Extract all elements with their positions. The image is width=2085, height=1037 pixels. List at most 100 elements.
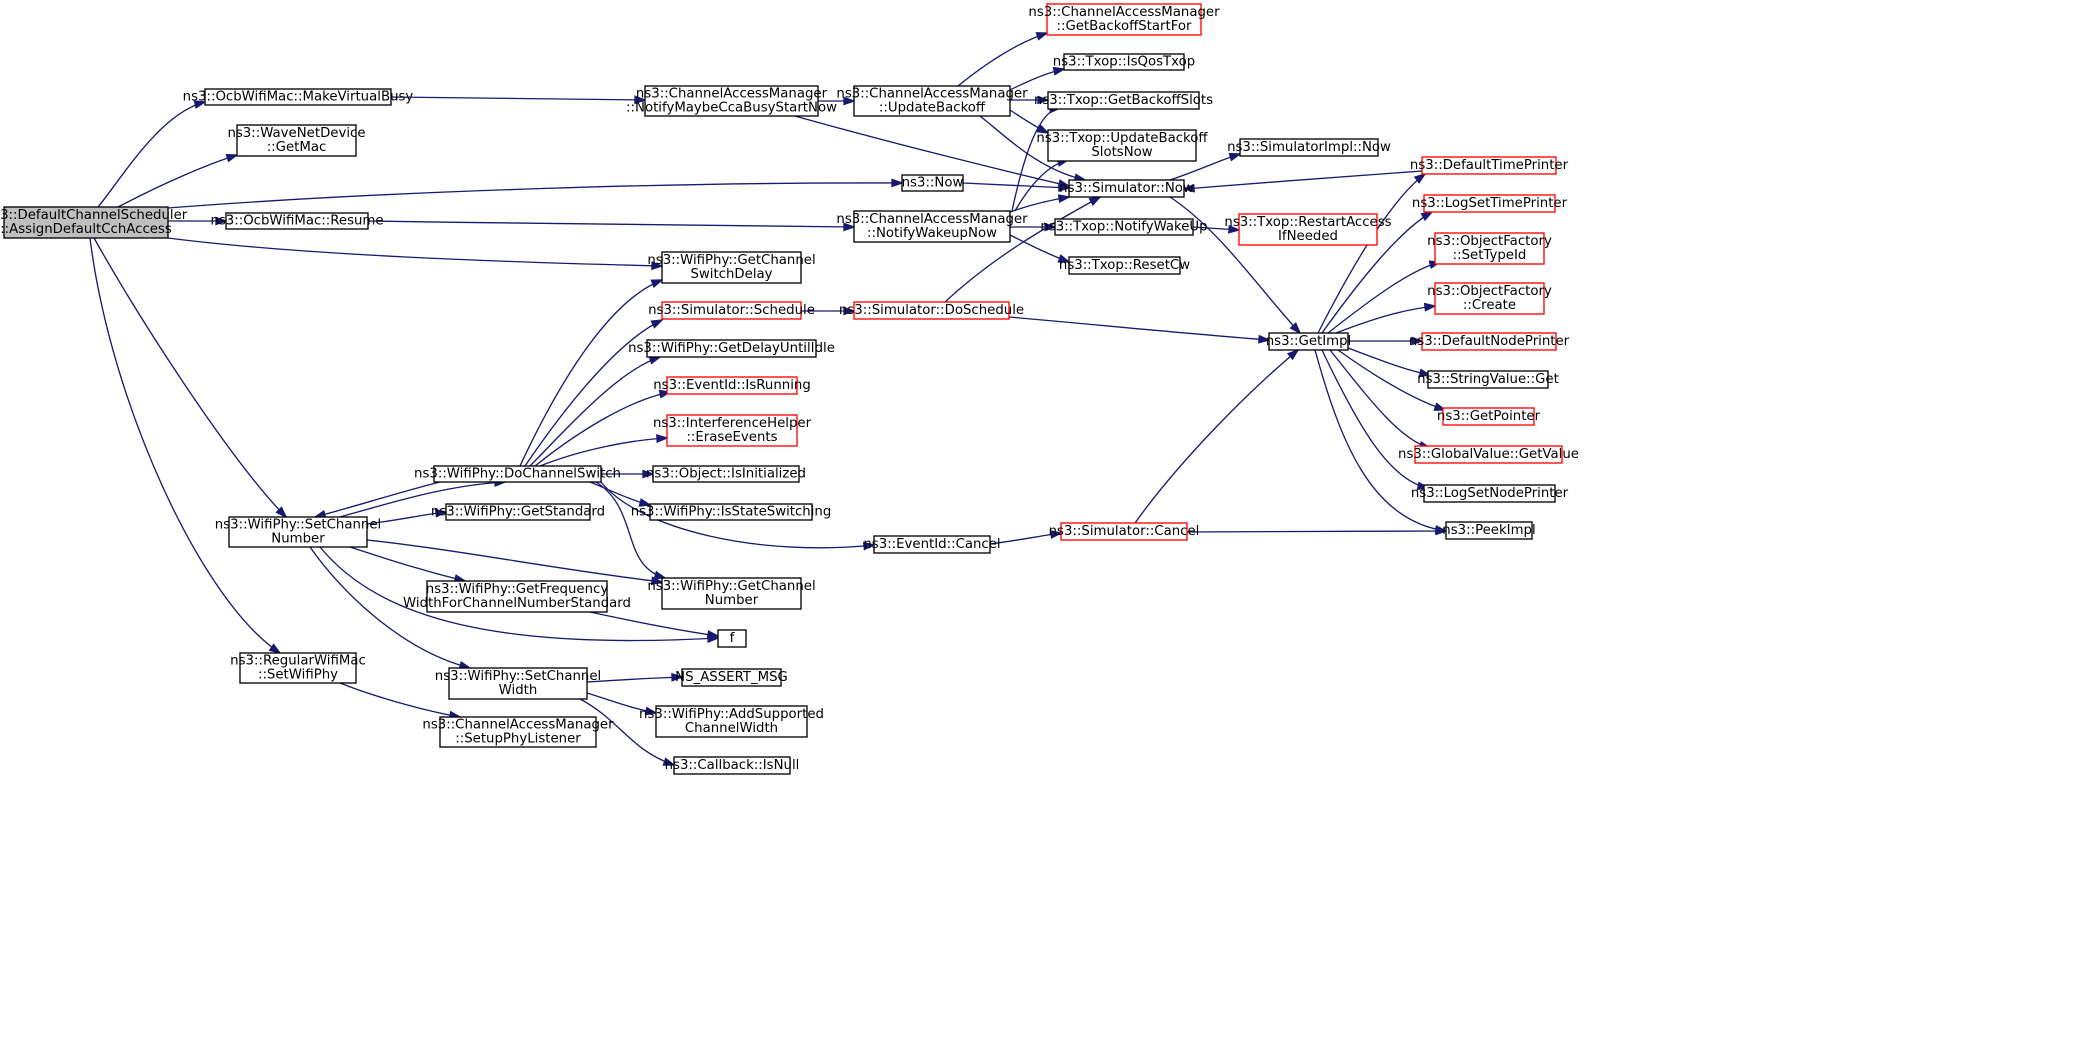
node-box[interactable]	[681, 668, 782, 687]
node-callbackIsNull[interactable]: ns3::Callback::IsNull	[665, 756, 800, 775]
node-stringValueGet[interactable]: ns3::StringValue::Get	[1417, 370, 1559, 389]
node-updateBackoff[interactable]: ns3::ChannelAccessManager::UpdateBackoff	[836, 85, 1028, 117]
node-isInitialized[interactable]: ns3::Object::IsInitialized	[646, 465, 806, 483]
node-box[interactable]	[661, 251, 802, 284]
node-defaultTimePrinter[interactable]: ns3::DefaultTimePrinter	[1410, 156, 1569, 175]
node-isQosTxop[interactable]: ns3::Txop::IsQosTxop	[1053, 53, 1195, 71]
node-box[interactable]	[448, 667, 588, 700]
node-box[interactable]	[439, 716, 597, 748]
node-box[interactable]	[1421, 156, 1557, 175]
node-box[interactable]	[1421, 332, 1557, 351]
node-box[interactable]	[661, 577, 802, 610]
node-peekImpl[interactable]: ns3::PeekImpl	[1442, 521, 1536, 540]
node-makeVirtualBusy[interactable]: ns3::OcbWifiMac::MakeVirtualBusy	[183, 88, 414, 106]
node-box[interactable]	[717, 629, 747, 648]
node-box[interactable]	[1434, 232, 1545, 265]
node-getImpl[interactable]: ns3::GetImpl	[1266, 332, 1351, 351]
node-simulatorNow[interactable]: ns3::Simulator::Now	[1059, 179, 1194, 198]
node-getFreqWidth[interactable]: ns3::WifiPhy::GetFrequencyWidthForChanne…	[403, 580, 631, 613]
node-getBackoffStartFor[interactable]: ns3::ChannelAccessManager::GetBackoffSta…	[1028, 3, 1220, 36]
node-resume[interactable]: ns3::OcbWifiMac::Resume	[210, 212, 384, 230]
node-ofSetTypeId[interactable]: ns3::ObjectFactory::SetTypeId	[1427, 232, 1552, 265]
node-box[interactable]	[1423, 484, 1556, 503]
node-box[interactable]	[666, 376, 798, 395]
node-doChannelSwitch[interactable]: ns3::WifiPhy::DoChannelSwitch	[414, 465, 621, 483]
node-box[interactable]	[1046, 3, 1202, 36]
node-box[interactable]	[655, 705, 808, 738]
node-logSetNodePrinter[interactable]: ns3::LogSetNodePrinter	[1411, 484, 1569, 503]
node-box[interactable]	[901, 174, 964, 192]
node-box[interactable]	[1268, 332, 1349, 351]
node-setupPhyListener[interactable]: ns3::ChannelAccessManager::SetupPhyListe…	[422, 716, 614, 748]
node-waveGetMac[interactable]: ns3::WaveNetDevice::GetMac	[227, 124, 366, 157]
node-setWifiPhy[interactable]: ns3::RegularWifiMac::SetWifiPhy	[230, 652, 366, 684]
node-box[interactable]	[239, 652, 357, 684]
node-box[interactable]	[1054, 218, 1194, 236]
node-box[interactable]	[666, 414, 798, 447]
node-nsAssertMsg[interactable]: NS_ASSERT_MSG	[675, 668, 788, 687]
node-isStateSwitching[interactable]: ns3::WifiPhy::IsStateSwitching	[631, 503, 832, 521]
node-root[interactable]: ns3::DefaultChannelScheduler::AssignDefa…	[0, 206, 188, 239]
node-eraseEvents[interactable]: ns3::InterferenceHelper::EraseEvents	[653, 414, 812, 447]
node-box[interactable]	[1060, 522, 1188, 541]
node-box[interactable]	[1427, 370, 1549, 389]
node-box[interactable]	[433, 465, 602, 483]
node-box[interactable]	[204, 88, 392, 106]
node-box[interactable]	[1047, 129, 1197, 162]
node-box[interactable]	[445, 503, 591, 521]
node-box[interactable]	[644, 85, 819, 117]
node-simImplNow[interactable]: ns3::SimulatorImpl::Now	[1227, 138, 1391, 157]
node-fNode[interactable]: f	[717, 629, 747, 648]
node-box[interactable]	[646, 339, 817, 358]
node-box[interactable]	[853, 210, 1011, 243]
node-box[interactable]	[236, 124, 357, 157]
node-box[interactable]	[1445, 521, 1533, 540]
node-globalValueGet[interactable]: ns3::GlobalValue::GetValue	[1398, 445, 1579, 464]
node-box[interactable]	[661, 301, 802, 320]
node-box[interactable]	[652, 465, 800, 483]
node-box[interactable]	[853, 85, 1011, 117]
node-defaultNodePrinter[interactable]: ns3::DefaultNodePrinter	[1409, 332, 1570, 351]
node-logSetTimePrinter[interactable]: ns3::LogSetTimePrinter	[1412, 194, 1568, 213]
node-box[interactable]	[1063, 53, 1185, 71]
node-resetCw[interactable]: ns3::Txop::ResetCw	[1059, 256, 1190, 275]
node-box[interactable]	[1068, 256, 1181, 275]
node-simSchedule[interactable]: ns3::Simulator::Schedule	[648, 301, 815, 320]
node-getDelayUntilIdle[interactable]: ns3::WifiPhy::GetDelayUntilIdle	[628, 339, 835, 358]
node-box[interactable]	[853, 301, 1010, 320]
node-simCancel[interactable]: ns3::Simulator::Cancel	[1049, 522, 1200, 541]
node-box[interactable]	[1442, 407, 1535, 426]
node-box[interactable]	[1047, 91, 1200, 110]
node-box[interactable]	[426, 580, 608, 613]
node-box[interactable]	[673, 756, 791, 775]
node-box[interactable]	[225, 212, 369, 230]
node-box[interactable]	[3, 206, 169, 239]
node-eventIsRunning[interactable]: ns3::EventId::IsRunning	[653, 376, 811, 395]
node-notifyMaybeCca[interactable]: ns3::ChannelAccessManager::NotifyMaybeCc…	[626, 85, 837, 117]
node-box[interactable]	[1423, 194, 1556, 213]
node-box[interactable]	[1414, 445, 1563, 464]
node-box[interactable]	[649, 503, 813, 521]
node-getStandard[interactable]: ns3::WifiPhy::GetStandard	[431, 503, 605, 521]
node-box[interactable]	[1068, 179, 1185, 198]
node-box[interactable]	[228, 516, 368, 548]
node-box[interactable]	[1238, 213, 1378, 246]
node-box[interactable]	[1434, 282, 1545, 315]
node-getPointer[interactable]: ns3::GetPointer	[1437, 407, 1541, 426]
node-ns3Now[interactable]: ns3::Now	[901, 174, 964, 192]
node-ofCreate[interactable]: ns3::ObjectFactory::Create	[1427, 282, 1552, 315]
node-box[interactable]	[873, 535, 991, 554]
node-notifyWakeUp[interactable]: ns3::Txop::NotifyWakeUp	[1040, 218, 1208, 236]
node-getBackoffSlots[interactable]: ns3::Txop::GetBackoffSlots	[1034, 91, 1213, 110]
node-box[interactable]	[1239, 138, 1379, 157]
node-eventCancel[interactable]: ns3::EventId::Cancel	[863, 535, 1001, 554]
node-notifyWakeupNow[interactable]: ns3::ChannelAccessManager::NotifyWakeupN…	[836, 210, 1028, 243]
node-simDoSchedule[interactable]: ns3::Simulator::DoSchedule	[839, 301, 1024, 320]
